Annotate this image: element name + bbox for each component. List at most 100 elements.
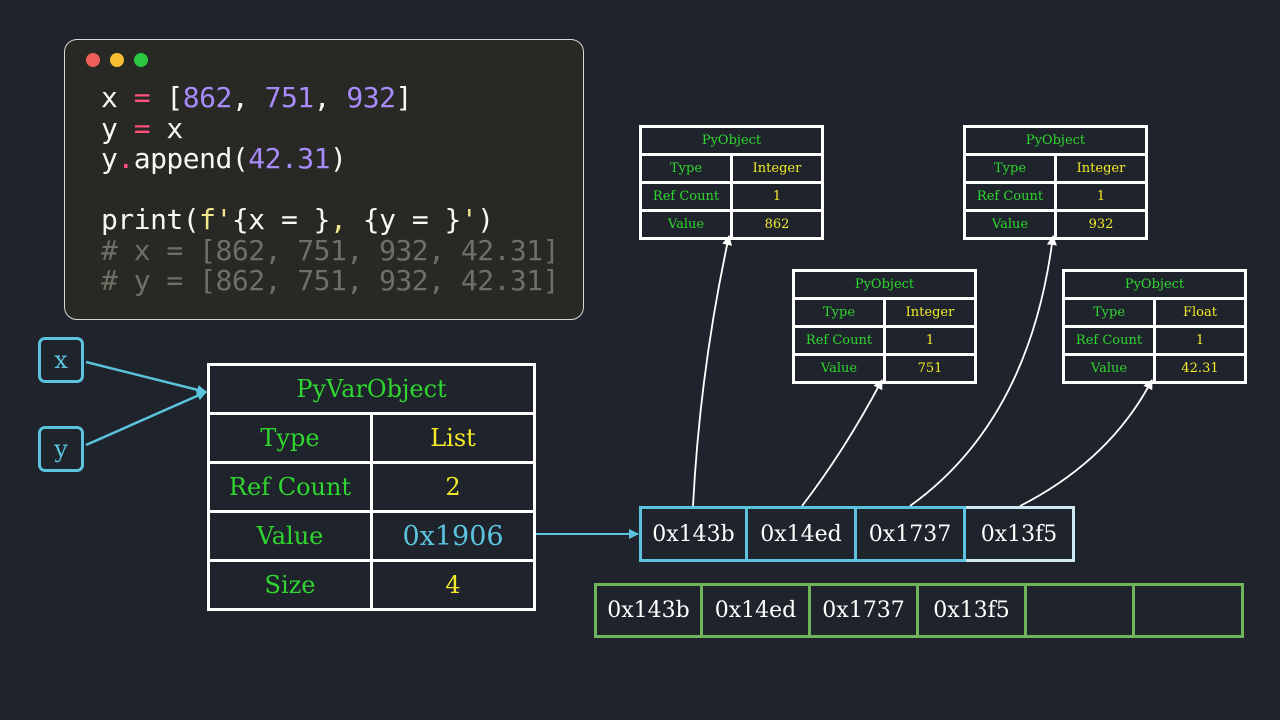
list-size-label: Size [207, 559, 373, 611]
code-token: , [231, 81, 265, 114]
pointer-cell[interactable]: 0x1737 [857, 506, 966, 562]
code-token: print( [101, 203, 200, 236]
ptr0-to-obj0-arrow [692, 235, 732, 507]
code-token: x [150, 111, 183, 145]
pointer-array: 0x143b 0x14ed 0x1737 0x13f5 [639, 506, 1075, 562]
pyobject-refcount-value: 1 [883, 325, 977, 356]
pyobject-value-label: Value [639, 209, 733, 240]
pyobject-type-label: Type [1062, 297, 1156, 328]
pyobject-type-label: Type [792, 297, 886, 328]
code-token: 42.31 [248, 142, 331, 175]
code-token: # y = [862, 751, 932, 42.31] [101, 264, 560, 297]
pyobject-type-label: Type [639, 153, 733, 184]
pyvarobject-header: PyVarObject [206, 363, 537, 415]
variable-x-box[interactable]: x [38, 337, 84, 383]
pyobject-value-value: 862 [730, 209, 824, 240]
code-token: = [133, 81, 151, 114]
ptr2-to-obj2-arrow [909, 235, 1057, 507]
pointer-cell[interactable]: 0x14ed [748, 506, 857, 562]
pyobject-refcount-value: 1 [1054, 181, 1148, 212]
pyobject-header: PyObject [963, 125, 1148, 156]
list-size-value: 4 [369, 559, 537, 611]
variable-x-label: x [54, 346, 68, 374]
pointer-cell[interactable]: 0x143b [639, 506, 748, 562]
variable-y-box[interactable]: y [38, 426, 84, 472]
pyobject-header: PyObject [792, 269, 977, 300]
variable-y-label: y [54, 435, 68, 463]
code-token: 862 [182, 81, 233, 114]
code-token: y [101, 111, 134, 145]
list-value-address: 0x1906 [369, 510, 537, 562]
ptr3-to-obj3-arrow [1019, 379, 1153, 507]
code-line: print(f'{x = }, {y = }') [101, 203, 559, 236]
code-token: x [101, 81, 134, 114]
pyobject-header: PyObject [639, 125, 824, 156]
allocated-cell: 0x14ed [703, 583, 811, 638]
code-token: ) [330, 142, 347, 175]
code-token: {x = } [231, 203, 331, 236]
allocated-cell: 0x13f5 [919, 583, 1027, 638]
pyobject-refcount-value: 1 [730, 181, 824, 212]
code-line: x = [862, 751, 932] [101, 81, 559, 114]
list-value-label: Value [207, 510, 373, 562]
code-token: ] [395, 81, 412, 114]
code-token: 932 [346, 81, 396, 114]
allocated-cell: 0x143b [594, 583, 703, 638]
ptr1-to-obj1-arrow [801, 379, 883, 507]
pyobject-type-value: Integer [730, 153, 824, 184]
code-token: ' [460, 203, 478, 236]
code-token: , [330, 203, 363, 236]
code-line: # x = [862, 751, 932, 42.31] [101, 233, 560, 267]
code-token: ) [477, 203, 494, 236]
pyobject-refcount-value: 1 [1153, 325, 1247, 356]
code-token: . [117, 142, 134, 175]
code-token: append( [133, 142, 249, 175]
window-maximize-dot[interactable] [134, 53, 148, 67]
list-type-label: Type [207, 412, 373, 464]
x-to-list-arrow [85, 360, 207, 395]
code-token: y [101, 142, 118, 175]
code-token: {y = } [362, 203, 462, 236]
pyvarobject-table: PyVarObject Type List Ref Count 2 Value … [206, 363, 537, 611]
code-token: # x = [862, 751, 932, 42.31] [101, 233, 560, 267]
pointer-cell[interactable]: 0x13f5 [966, 506, 1075, 562]
pyobject-value-label: Value [792, 353, 886, 384]
pyobject-value-label: Value [1062, 353, 1156, 384]
pyobject-type-value: Integer [1054, 153, 1148, 184]
window-minimize-dot[interactable] [110, 53, 124, 67]
pyobject-header: PyObject [1062, 269, 1247, 300]
code-token: , [313, 81, 347, 114]
pyobject-type-value: Integer [883, 297, 977, 328]
pyobject-type-label: Type [963, 153, 1057, 184]
pyobject-refcount-label: Ref Count [792, 325, 886, 356]
window-close-dot[interactable] [86, 53, 100, 67]
code-line: y = x [101, 111, 559, 145]
code-token: 751 [264, 81, 315, 114]
code-token: f' [199, 203, 232, 236]
pyobject-value-value: 751 [883, 353, 977, 384]
allocated-cell: 0x1737 [811, 583, 919, 638]
y-to-list-arrow [85, 390, 207, 447]
allocated-cell-empty [1027, 583, 1135, 638]
code-line: # y = [862, 751, 932, 42.31] [101, 264, 560, 297]
list-type-value: List [369, 412, 537, 464]
pyobject-refcount-label: Ref Count [639, 181, 733, 212]
list-refcount-label: Ref Count [207, 461, 373, 513]
code-token: = [133, 111, 151, 145]
pyobject-value-label: Value [963, 209, 1057, 240]
pyobject-value-value: 42.31 [1153, 353, 1247, 384]
allocated-array: 0x143b 0x14ed 0x1737 0x13f5 [594, 583, 1244, 638]
list-refcount-value: 2 [369, 461, 537, 513]
allocated-cell-empty [1135, 583, 1244, 638]
pyobject-type-value: Float [1153, 297, 1247, 328]
pyobject-refcount-label: Ref Count [963, 181, 1057, 212]
code-token: [ [150, 81, 183, 114]
pyobject-refcount-label: Ref Count [1062, 325, 1156, 356]
